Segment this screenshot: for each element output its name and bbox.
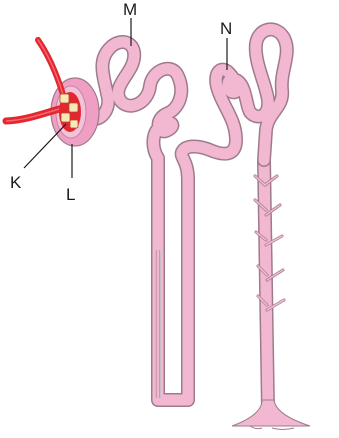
collecting-duct	[232, 160, 310, 430]
pointer-line-k	[24, 124, 66, 168]
label-n: N	[220, 19, 232, 38]
label-k: K	[10, 173, 22, 192]
label-m: M	[123, 0, 137, 19]
renal-tubule	[92, 29, 287, 400]
label-l: L	[66, 185, 75, 204]
glomerulus	[59, 92, 81, 132]
